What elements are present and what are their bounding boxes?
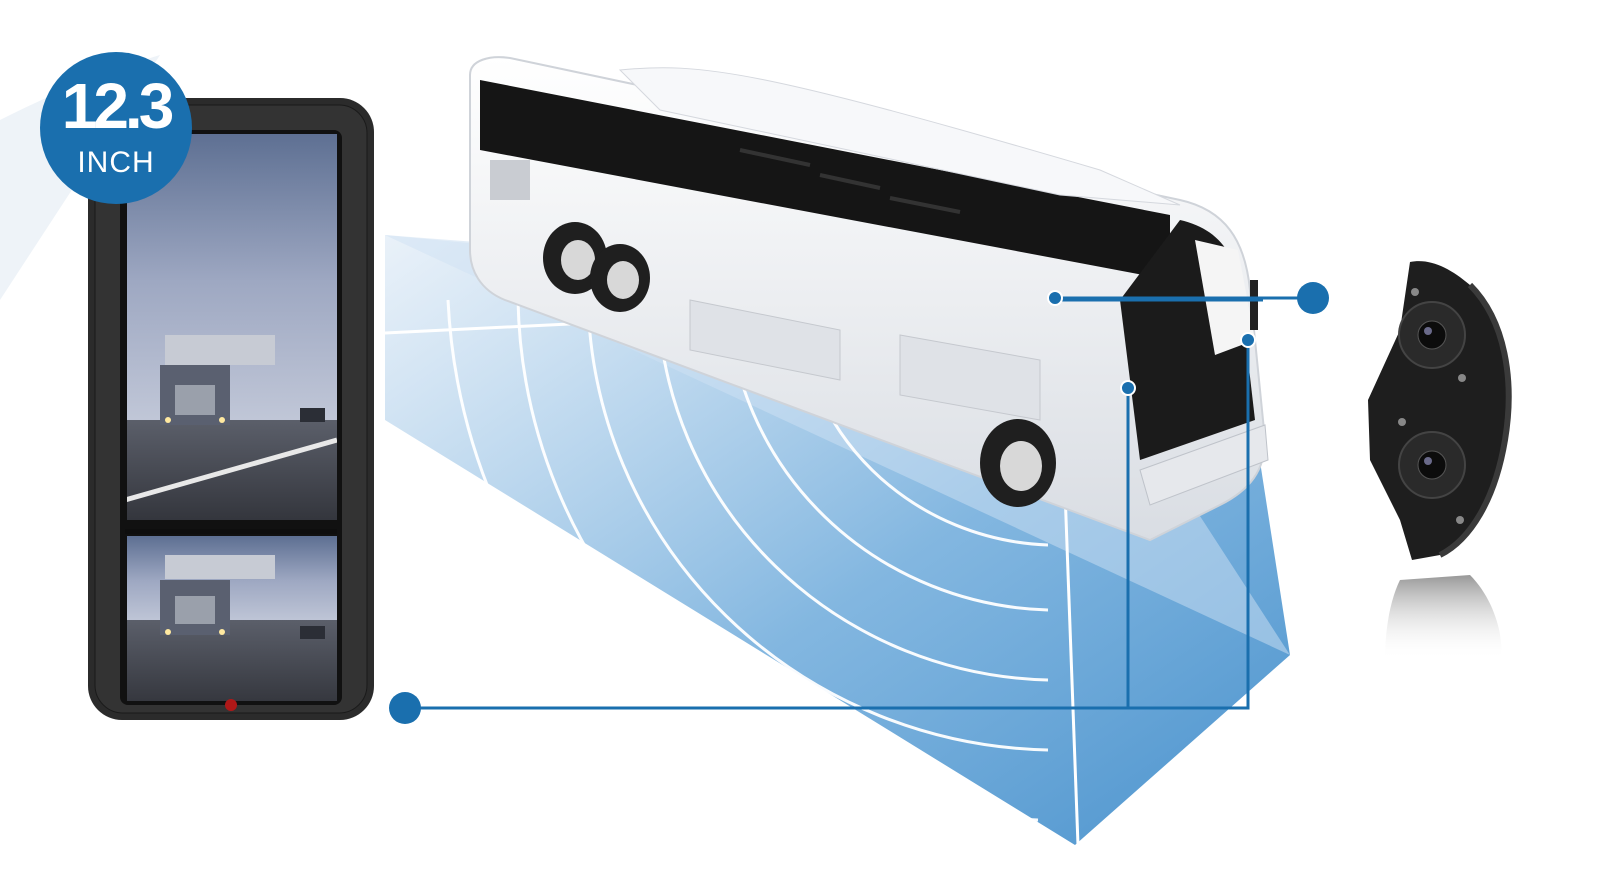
screen-size-badge: 12.3 INCH (40, 52, 192, 204)
callout-dot-icon (389, 692, 421, 724)
camera-mount-point (1047, 290, 1063, 306)
power-indicator-icon (225, 699, 237, 711)
callout-lines (405, 296, 1315, 710)
camera-mount-point (1240, 332, 1256, 348)
camera-mount-point (1120, 380, 1136, 396)
dual-lens-camera-icon (1368, 261, 1512, 660)
bus-wheel-rear-2 (590, 244, 650, 312)
bus-wheel-front (980, 419, 1056, 507)
screen-view-bottom (127, 536, 337, 701)
screen-size-unit: INCH (77, 146, 155, 179)
screen-size-value: 12.3 (61, 70, 175, 142)
callout-dot-icon (1297, 282, 1329, 314)
coach-bus-icon (469, 56, 1269, 542)
